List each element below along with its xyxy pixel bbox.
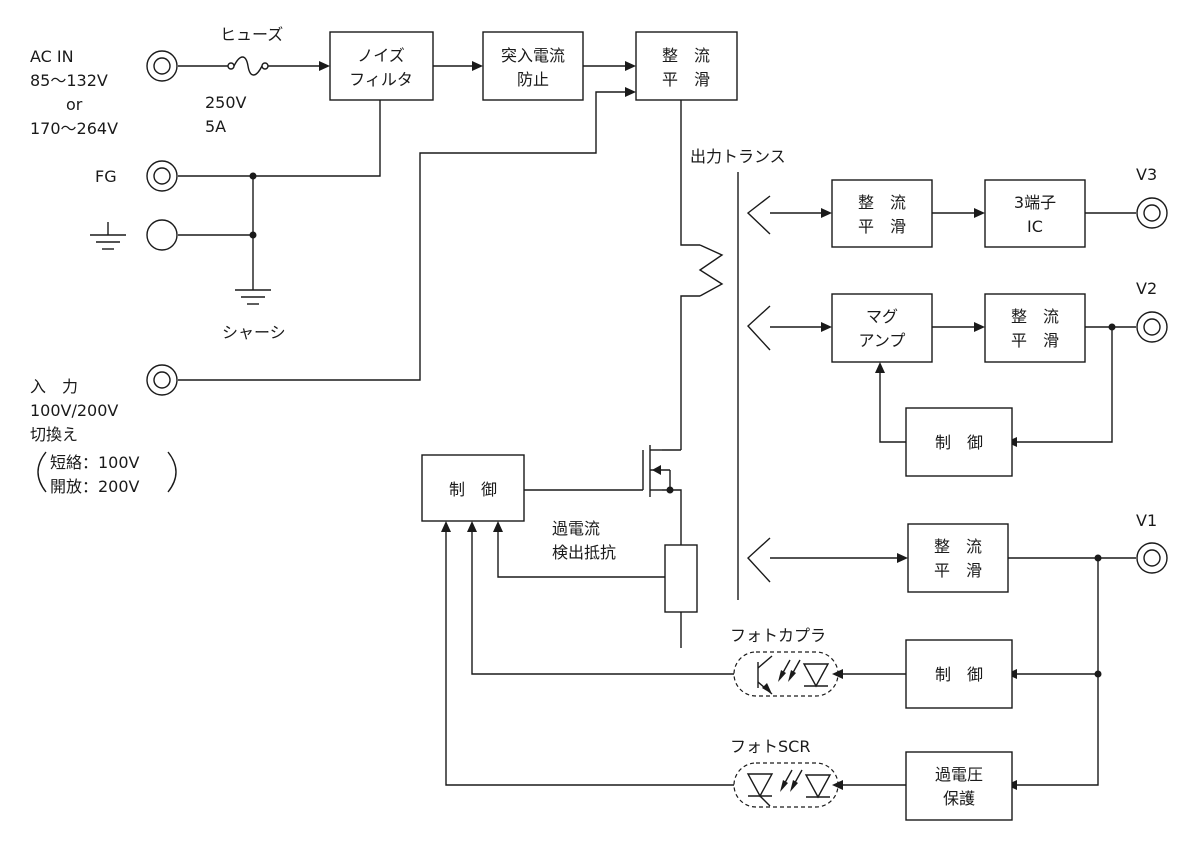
block-overvoltage-protection: 過電圧 保護	[905, 751, 1013, 821]
block-3-terminal-regulator: 3端子 IC	[984, 179, 1086, 248]
terminals	[146, 50, 1168, 574]
right-paren	[167, 451, 177, 493]
input-label: 入 力	[30, 377, 78, 396]
open-label: 開放：200V	[50, 477, 140, 496]
block-label: 保護	[943, 789, 975, 808]
block-rectifier-v1: 整 流 平 滑	[907, 523, 1009, 593]
block-label: 平 滑	[934, 561, 982, 580]
v2-label: V2	[1136, 279, 1157, 298]
chassis-label: シャーシ	[222, 323, 286, 342]
v3-label: V3	[1136, 165, 1157, 184]
overcurrent-label: 過電流	[552, 519, 600, 538]
terminal-v3	[1136, 197, 1168, 229]
block-label: ノイズ	[357, 46, 405, 65]
sense-resistor-icon	[664, 544, 698, 613]
block-label: 平 滑	[662, 70, 710, 89]
v1-label: V1	[1136, 511, 1157, 530]
block-label: 整 流	[662, 46, 710, 65]
block-rectifier-v3: 整 流 平 滑	[831, 179, 933, 248]
fuse-current-label: 5A	[205, 117, 226, 136]
block-label: 整 流	[1011, 307, 1059, 326]
block-label: 制 御	[449, 480, 497, 499]
block-label: 制 御	[935, 665, 983, 684]
terminal-v2	[1136, 311, 1168, 343]
fuse-label: ヒューズ	[220, 25, 283, 44]
terminal-ground	[146, 219, 178, 251]
junction-dots	[249, 172, 1116, 678]
block-control-v2: 制 御	[905, 407, 1013, 477]
photoscr-label: フォトSCR	[730, 737, 810, 756]
arrowheads	[319, 61, 1017, 790]
photocoupler-icon	[733, 651, 839, 697]
block-label: 制 御	[935, 433, 983, 452]
block-label: 3端子	[1014, 193, 1056, 212]
ac-in-label: AC IN	[30, 47, 74, 66]
block-label: アンプ	[859, 331, 906, 350]
wiring	[178, 65, 1136, 786]
block-label: 平 滑	[1011, 331, 1059, 350]
block-label: 整 流	[934, 537, 982, 556]
block-label: 突入電流	[501, 46, 565, 65]
block-label: 防止	[517, 70, 549, 89]
earth-ground-icon	[90, 222, 126, 250]
short-label: 短絡：100V	[50, 453, 140, 472]
chassis-ground-icon	[235, 289, 271, 305]
fuse-icon	[227, 56, 269, 76]
block-label: 過電圧	[935, 765, 983, 784]
photo-scr-icon	[733, 762, 839, 808]
fuse-voltage-label: 250V	[205, 93, 247, 112]
block-rectifier-main: 整 流 平 滑	[635, 31, 738, 101]
block-noise-filter: ノイズ フィルタ	[329, 31, 434, 101]
left-paren	[37, 451, 47, 493]
block-control-main: 制 御	[421, 454, 525, 522]
block-label: 平 滑	[858, 217, 906, 236]
ac-or-label: or	[66, 95, 83, 114]
terminal-fg	[146, 160, 178, 192]
block-label: フィルタ	[349, 70, 413, 89]
input-switch-label: 100V/200V	[30, 401, 118, 420]
block-inrush-prevention: 突入電流 防止	[482, 31, 584, 101]
block-label: IC	[1027, 217, 1043, 236]
terminal-input-switch	[146, 364, 178, 396]
fg-label: FG	[95, 167, 117, 186]
block-label: 整 流	[858, 193, 906, 212]
ac-range1-label: 85～132V	[30, 71, 108, 90]
ac-range2-label: 170～264V	[30, 119, 118, 138]
terminal-v1	[1136, 542, 1168, 574]
photocoupler-label: フォトカプラ	[730, 626, 826, 645]
output-transformer-label: 出力トランス	[690, 147, 786, 166]
labels: AC IN 85～132V or 170～264V ヒューズ 250V 5A F…	[30, 25, 1157, 756]
block-control-v1: 制 御	[905, 639, 1013, 709]
input-switch-label2: 切換え	[30, 425, 78, 444]
mosfet-icon	[642, 445, 671, 497]
block-rectifier-v2: 整 流 平 滑	[984, 293, 1086, 363]
block-mag-amp: マグ アンプ	[831, 293, 933, 363]
output-transformer-icon	[698, 172, 788, 600]
overcurrent-label2: 検出抵抗	[552, 543, 616, 562]
terminal-ac-in	[146, 50, 178, 82]
block-label: マグ	[866, 307, 898, 326]
